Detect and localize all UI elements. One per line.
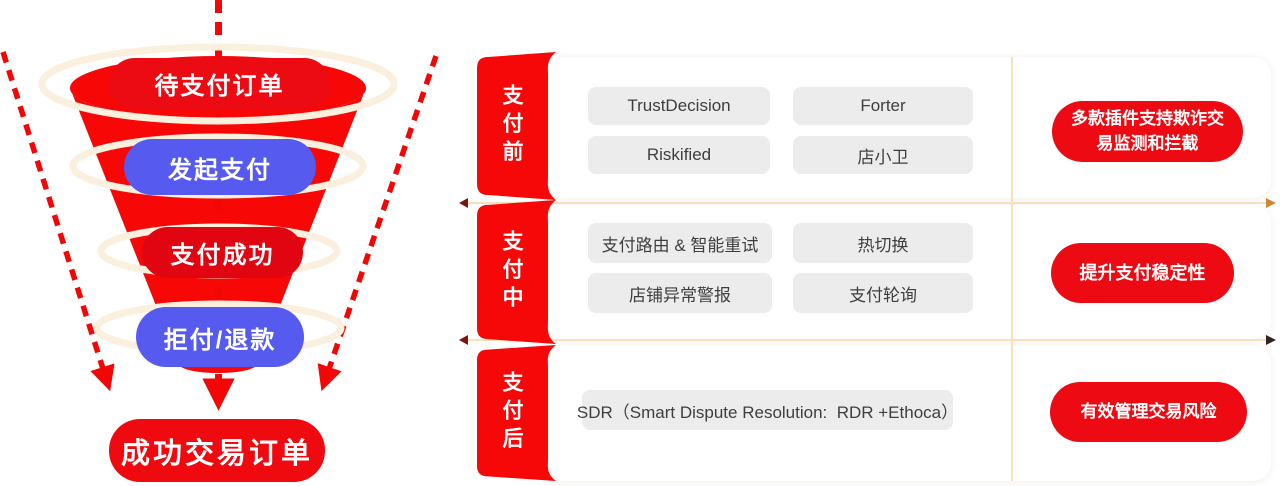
funnel-result-successful-orders: 成功交易订单 [109,419,325,482]
divider-arrow-right-1 [1266,198,1276,208]
funnel-stage-initiate-payment: 发起支付 [124,139,316,195]
plugin-payment-polling: 支付轮询 [793,273,973,313]
plugin-sdr-smart-dispute-resolution: SDR（Smart Dispute Resolution: RDR +Ethoc… [577,390,958,430]
plugin-trustdecision: TrustDecision [588,87,770,125]
benefit-risk-management: 有效管理交易风险 [1050,382,1247,442]
stage-tab-label: 支付前 [500,84,523,168]
plugin-forter: Forter [793,87,973,125]
stage-tab-label: 支付后 [500,371,523,455]
plugin-dianxiaowei: 店小卫 [793,136,973,174]
plugin-store-anomaly-alert: 店铺异常警报 [588,273,772,313]
stage-tab-ribbon-shape [477,345,556,481]
stage-tab-ribbon-shape [477,200,556,344]
funnel-stage-payment-success: 支付成功 [142,227,303,278]
stage-tab-pre-payment: 支付前 [472,52,558,200]
stage-tab-during-payment: 支付中 [472,200,558,344]
divider-arrow-left-1 [459,198,468,208]
plugin-hot-switch: 热切换 [793,223,973,263]
benefit-payment-stability: 提升支付稳定性 [1051,243,1234,303]
funnel-ring-2 [69,133,367,199]
stage-tab-ribbon-shape [477,52,556,200]
plugin-payment-routing-smart-retry: 支付路由 & 智能重试 [588,223,772,263]
divider-arrow-left-2 [459,335,468,345]
funnel-stage-pending-orders: 待支付订单 [109,58,330,109]
vertical-guide-line [1011,57,1013,481]
row-divider-line-2 [466,339,1266,341]
funnel-stage-chargeback-refund: 拒付/退款 [136,307,304,367]
stage-tab-label: 支付中 [500,230,523,314]
plugin-riskified: Riskified [588,136,770,174]
divider-arrow-right-2 [1266,335,1276,345]
benefit-fraud-monitoring: 多款插件支持欺诈交易监测和拦截 [1052,101,1243,162]
row-divider-line-1 [466,202,1266,204]
funnel-ring-1 [38,43,398,125]
stage-tab-post-payment: 支付后 [472,345,558,481]
